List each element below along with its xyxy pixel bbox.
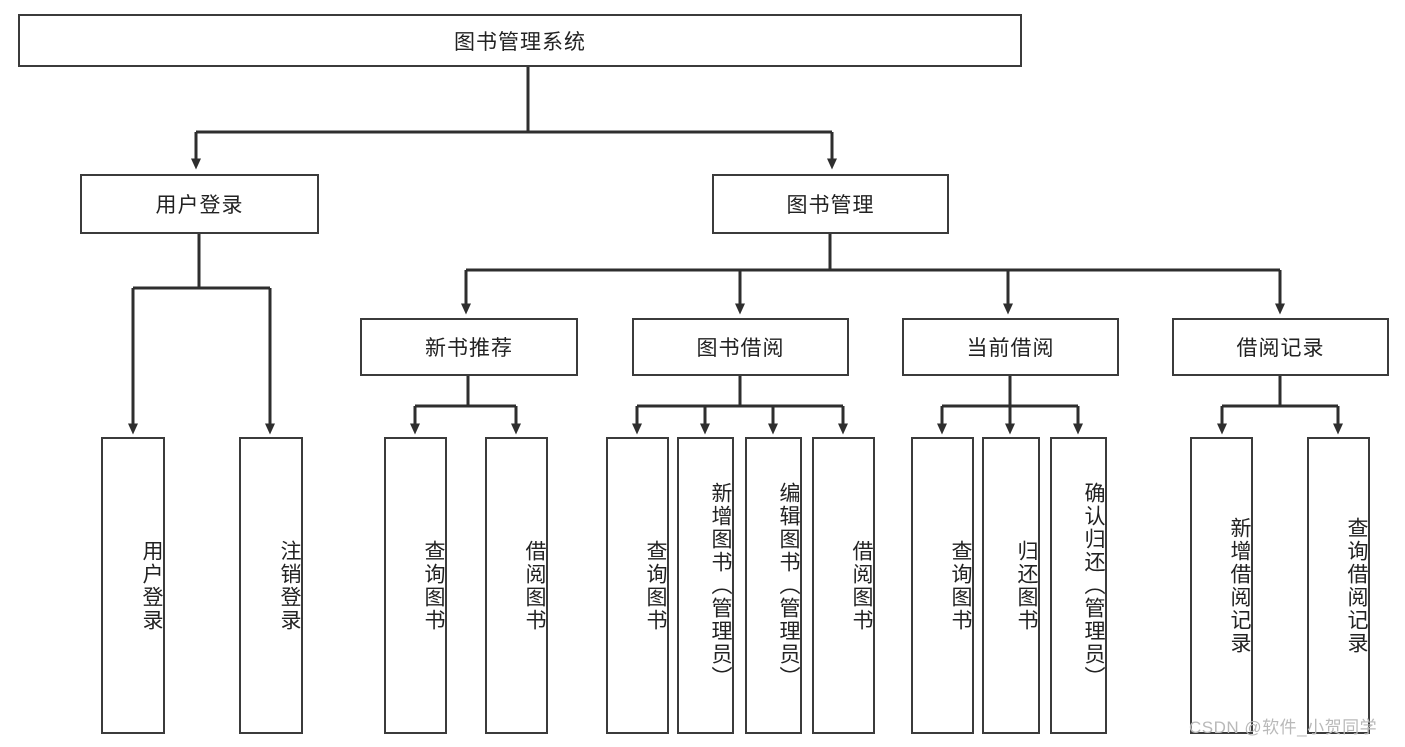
leaf-query-borrow-record[interactable]: 查询借阅记录 <box>1307 437 1370 734</box>
node-book-borrow[interactable]: 图书借阅 <box>632 318 849 376</box>
node-label: 注销登录 <box>278 539 301 632</box>
node-label: 图书管理系统 <box>454 30 586 54</box>
node-label: 图书管理 <box>786 194 875 217</box>
watermark: CSDN @软件_小贺同学 <box>1189 718 1378 737</box>
leaf-query-book-recommend[interactable]: 查询图书 <box>384 437 447 734</box>
leaf-add-book-admin[interactable]: 新增图书（管理员） <box>677 437 734 734</box>
node-label: 当前借阅 <box>966 337 1055 360</box>
node-borrow-record[interactable]: 借阅记录 <box>1172 318 1389 376</box>
leaf-user-login[interactable]: 用户登录 <box>101 437 165 734</box>
node-label: 新增借阅记录 <box>1228 516 1251 655</box>
node-label: 确认归还（管理员） <box>1082 482 1105 689</box>
node-label: 编辑图书（管理员） <box>777 482 800 689</box>
node-label: 用户登录 <box>140 539 163 632</box>
node-label: 借阅图书 <box>523 539 546 632</box>
leaf-edit-book-admin[interactable]: 编辑图书（管理员） <box>745 437 802 734</box>
node-label: 新增图书（管理员） <box>709 482 732 689</box>
node-label: 图书借阅 <box>696 337 785 360</box>
node-new-book-recommend[interactable]: 新书推荐 <box>360 318 578 376</box>
leaf-user-logout[interactable]: 注销登录 <box>239 437 303 734</box>
node-book-management[interactable]: 图书管理 <box>712 174 949 234</box>
node-label: 用户登录 <box>155 194 244 217</box>
leaf-add-borrow-record[interactable]: 新增借阅记录 <box>1190 437 1253 734</box>
leaf-query-book-current[interactable]: 查询图书 <box>911 437 974 734</box>
leaf-confirm-return-admin[interactable]: 确认归还（管理员） <box>1050 437 1107 734</box>
node-label: 查询借阅记录 <box>1345 516 1368 655</box>
node-current-borrow[interactable]: 当前借阅 <box>902 318 1119 376</box>
leaf-query-book-borrow[interactable]: 查询图书 <box>606 437 669 734</box>
node-user-login[interactable]: 用户登录 <box>80 174 319 234</box>
node-label: 查询图书 <box>644 539 667 632</box>
node-root-system[interactable]: 图书管理系统 <box>18 14 1022 67</box>
leaf-borrow-book-recommend[interactable]: 借阅图书 <box>485 437 548 734</box>
node-label: 借阅图书 <box>850 539 873 632</box>
leaf-borrow-book[interactable]: 借阅图书 <box>812 437 875 734</box>
leaf-return-book[interactable]: 归还图书 <box>982 437 1040 734</box>
node-label: 借阅记录 <box>1236 337 1325 360</box>
node-label: 新书推荐 <box>425 337 513 360</box>
node-label: 查询图书 <box>422 539 445 632</box>
node-label: 查询图书 <box>949 539 972 632</box>
node-label: 归还图书 <box>1015 539 1038 632</box>
